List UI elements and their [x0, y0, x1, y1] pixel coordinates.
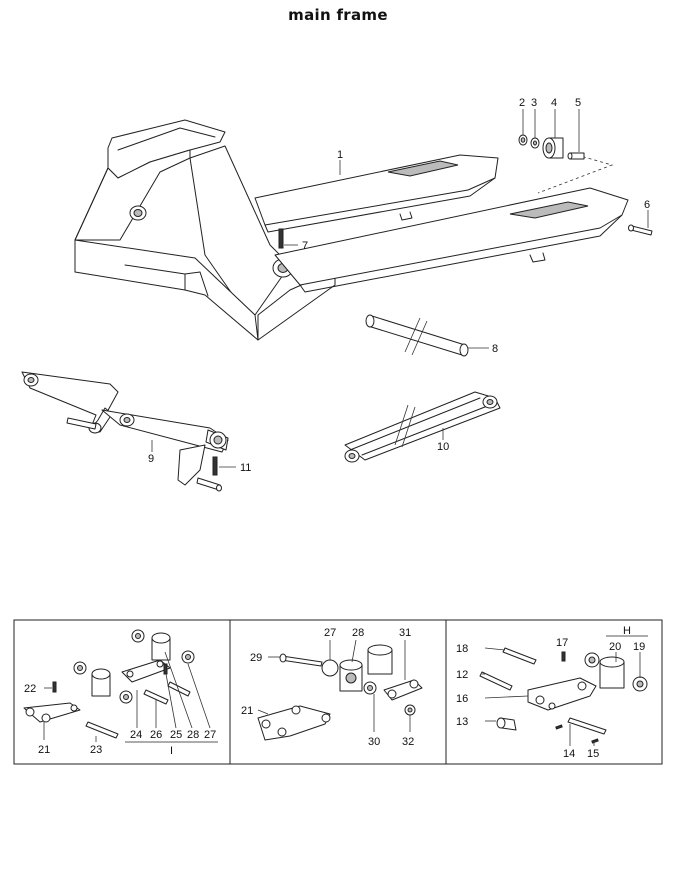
b1-group-label: I — [170, 745, 173, 757]
b3-callout-12: 12 — [456, 669, 468, 681]
b1-callout-23: 23 — [90, 744, 102, 756]
detail-boxes-frame — [13, 619, 663, 765]
pin-part-11 — [212, 456, 218, 476]
callout-3: 3 — [531, 97, 537, 109]
callout-8: 8 — [492, 343, 498, 355]
b2-callout-29: 29 — [250, 652, 262, 664]
b3-callout-19: 19 — [633, 641, 645, 653]
b3-callout-17: 17 — [556, 637, 568, 649]
b2-callout-31: 31 — [399, 627, 411, 639]
main-frame-body — [74, 119, 336, 341]
washer-part-3 — [530, 137, 540, 149]
b1-callout-24: 24 — [130, 729, 142, 741]
b1-callout-22: 22 — [24, 683, 36, 695]
callout-11: 11 — [240, 462, 251, 474]
b2-callout-30: 30 — [368, 736, 380, 748]
callout-2: 2 — [519, 97, 525, 109]
nut-part-2 — [518, 134, 528, 146]
b2-callout-32: 32 — [402, 736, 414, 748]
fork-upper — [254, 154, 499, 233]
main-callouts — [151, 109, 649, 468]
axle-part-5 — [567, 152, 585, 160]
b3-callout-16: 16 — [456, 693, 468, 705]
callout-7: 7 — [302, 240, 308, 252]
b1-callout-21: 21 — [38, 744, 50, 756]
b1-callout-27: 27 — [204, 729, 216, 741]
b2-callout-21: 21 — [241, 705, 253, 717]
detail-box-3 — [479, 635, 648, 746]
b2-callout-27: 27 — [324, 627, 336, 639]
b3-group-label: H — [623, 625, 631, 637]
callout-9: 9 — [148, 453, 154, 465]
b3-callout-13: 13 — [456, 716, 468, 728]
detail-box-2 — [257, 639, 423, 741]
b3-callout-15: 15 — [587, 748, 599, 760]
b1-callout-25: 25 — [170, 729, 182, 741]
b3-callout-18: 18 — [456, 643, 468, 655]
b2-callout-28: 28 — [352, 627, 364, 639]
bolt-part-6 — [628, 224, 653, 236]
fork-lower — [274, 187, 629, 293]
b3-callout-14: 14 — [563, 748, 575, 760]
b1-callout-26: 26 — [150, 729, 162, 741]
page-title: main frame — [288, 6, 388, 24]
b1-callout-28: 28 — [187, 729, 199, 741]
rail-part-10 — [344, 391, 501, 463]
callout-1: 1 — [337, 149, 343, 161]
pin-part-7 — [278, 228, 284, 249]
guide-dashes — [537, 154, 614, 194]
callout-5: 5 — [575, 97, 581, 109]
roller-part-4 — [542, 137, 564, 159]
axle-part-8 — [365, 314, 469, 357]
callout-4: 4 — [551, 97, 557, 109]
b3-callout-20: 20 — [609, 641, 621, 653]
callout-10: 10 — [437, 441, 449, 453]
callout-6: 6 — [644, 199, 650, 211]
detail-box-1 — [23, 629, 218, 743]
linkage-part-9 — [21, 371, 229, 492]
